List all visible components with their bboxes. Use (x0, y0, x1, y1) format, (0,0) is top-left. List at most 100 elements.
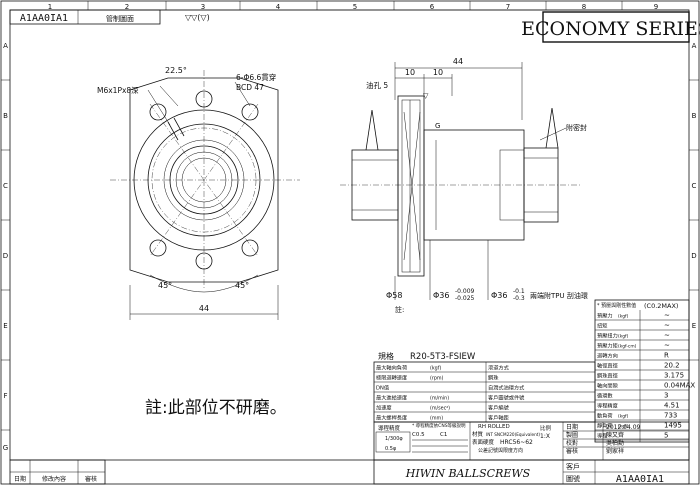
material-value: INT SNCM220(Equivalent) (486, 432, 540, 437)
hardness-label: 表面硬度 (472, 438, 495, 446)
param-row-label: 動負荷 (597, 412, 613, 420)
spec-row-unit: (m/min) (430, 396, 449, 402)
param-header-value: (C0.2MAX) (644, 302, 678, 310)
drawing-number-top: A1AA0IA1 (20, 13, 68, 24)
lead-title: 導程精度 (378, 424, 401, 432)
holes-label: 6-Φ6.6貫穿 (236, 72, 276, 82)
lead-mark: C1 (440, 432, 447, 438)
control-drawing-label: 管制圖面 (106, 14, 134, 23)
row-label-g: G (3, 444, 8, 452)
row-label-a-right: A (692, 42, 697, 50)
param-row-label: 預壓扭力 (597, 332, 618, 340)
spec-row-label: 最大螺桿長度 (376, 414, 407, 422)
param-row-unit: (kgf) (618, 334, 629, 340)
spec-row-label: 最大進給速度 (376, 394, 407, 402)
checker-label: 校對 (566, 439, 578, 447)
spec-row-right-label: 客戶圖號或件號 (488, 394, 525, 402)
row-ruler: A B C D E F G A B C D E (1, 42, 699, 452)
dim-10-b: 10 (433, 68, 443, 77)
spec-row-label: 最大軸向負荷 (376, 364, 407, 372)
brand-logo: HIWIN BALLSCREWS (405, 467, 531, 480)
top-left-title: A1AA0IA1 管制圖面 (9, 9, 161, 25)
spec-row-right-label: 客戶軸距 (488, 414, 509, 422)
drawing-number-bottom: A1AA0IA1 (616, 474, 664, 485)
param-row-label: 軸徑直徑 (597, 362, 618, 370)
spec-row-label: DN值 (376, 384, 389, 392)
spec-rows: 最大軸向負荷(kgf)滾道方式極限迴轉速度(rpm)鋼珠DN值自潤式油環方式最大… (374, 364, 595, 423)
spec-row-unit: (rpm) (430, 376, 444, 382)
param-row-unit: (kgf) (618, 424, 629, 430)
param-row-label: 靜負荷 (597, 422, 613, 430)
param-row-value: 4.51 (664, 402, 680, 410)
param-row-value: 3.175 (664, 372, 684, 380)
date-value: 2012.04.09 (606, 424, 641, 431)
row-label-d-right: D (691, 252, 696, 260)
surface-mark-icon: ▽ (423, 92, 429, 100)
col-label-9: 9 (654, 3, 658, 11)
revision-col-date: 日期 (14, 475, 26, 483)
hardness-value: HRC56~62 (500, 439, 533, 446)
row-label-d: D (3, 252, 8, 260)
spec-row-unit: (mm) (430, 416, 443, 422)
customer-label: 客戶 (566, 462, 580, 471)
revision-col-content: 修改內容 (42, 475, 66, 483)
main-note: 註:此部位不研磨。 (145, 398, 287, 418)
param-row-label: 鋼珠直徑 (597, 372, 618, 380)
param-row-label: 循環數 (597, 392, 613, 400)
approver-value: 劉家祥 (606, 447, 624, 455)
param-row-value: ~ (664, 342, 670, 350)
row-label-a: A (3, 42, 8, 50)
tolerance-36-b-lower: -0.3 (513, 295, 525, 302)
col-label-4: 4 (276, 3, 281, 11)
lead-grade: C0.5 (412, 432, 425, 438)
tap-label: M6x1Px8深 (97, 86, 139, 95)
side-view: 44 10 10 油孔 5 ▽ 附密封 G (340, 57, 588, 314)
material-label: 材質 (472, 430, 484, 438)
row-label-e: E (3, 322, 7, 330)
gdt-datum: G (435, 122, 440, 130)
overall-length: 44 (453, 57, 463, 66)
param-row-value: 20.2 (664, 362, 680, 370)
row-label-e-right: E (692, 322, 696, 330)
col-label-3: 3 (201, 3, 205, 11)
row-label-f: F (3, 392, 7, 400)
diameter-36-a: Φ36 (433, 291, 449, 300)
seal-label: 附密封 (566, 123, 587, 132)
spec-row-right-label: 鋼珠 (488, 374, 499, 382)
material-rolled: RH ROLLED (478, 424, 510, 430)
lead-lower-2: 0.5φ (385, 446, 397, 452)
col-label-2: 2 (125, 3, 129, 11)
spec-row-right-label: 自潤式油環方式 (488, 384, 525, 392)
param-row-label: 導程精度 (597, 402, 618, 410)
param-row-unit: (kgf-cm) (618, 344, 637, 350)
spec-row-right-label: 客戶編號 (488, 404, 510, 412)
tolerance-36-a-upper: -0.009 (455, 288, 475, 295)
tolerance-mark-label: 公差記號與限度方向 (478, 447, 523, 454)
angle-label: 22.5° (165, 66, 187, 75)
diameter-58: Φ58 (386, 291, 402, 300)
series-title: ECONOMY SERIES (521, 18, 700, 40)
front-view: 22.5° M6x1Px8深 6-Φ6.6貫穿 BCD 47 45° 45° 4… (97, 66, 300, 320)
lead-lower-1: 1/300φ (385, 436, 403, 442)
param-row-value: ~ (664, 312, 670, 320)
param-row-label: 導程 (597, 432, 607, 440)
bottom-title-strip: HIWIN BALLSCREWS 客戶 圖號 A1AA0IA1 (373, 459, 690, 485)
dim-10-a: 10 (405, 68, 415, 77)
drafter-value: 陳又齊 (606, 431, 624, 439)
param-row-value: 3 (664, 392, 668, 400)
param-row-value: 5 (664, 432, 668, 440)
lower-block: 導程精度 1/300φ 0.5φ * 導程精度依CNS等級說明 C0.5 C1 … (373, 421, 690, 461)
param-row-label: 迴轉方向 (597, 352, 618, 360)
col-label-7: 7 (506, 3, 510, 11)
surface-finish-icon: ▽▽(▽) (185, 13, 210, 22)
spec-row-label: 加速度 (376, 404, 392, 412)
scale-label: 比例 (540, 424, 552, 432)
checker-value: 吳柏勳 (606, 439, 624, 447)
spec-label: 規格 (378, 351, 394, 361)
param-row-label: 預壓力矩 (597, 342, 618, 350)
param-row-label: 軸向間隙 (597, 382, 618, 390)
col-label-1: 1 (48, 3, 52, 11)
param-row-value: ~ (664, 322, 670, 330)
lead-note: * 導程精度依CNS等級說明 (412, 422, 466, 429)
